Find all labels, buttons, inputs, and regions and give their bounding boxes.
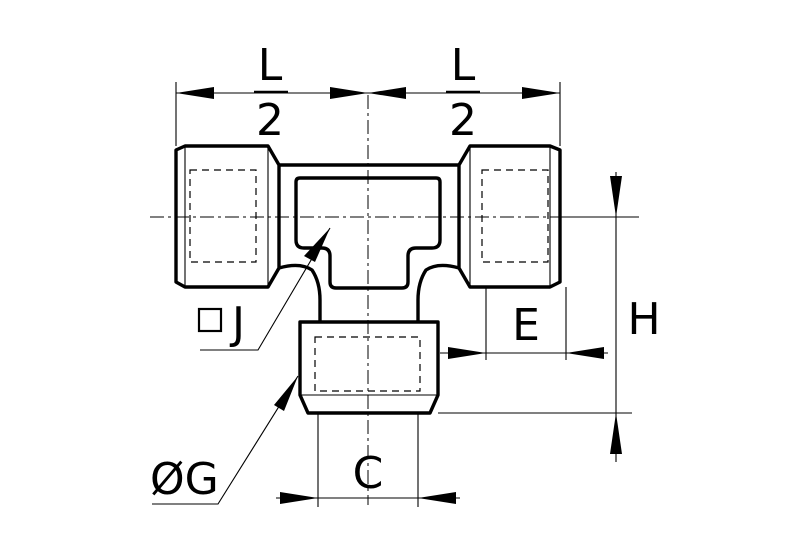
arrow-E-left: [448, 347, 486, 359]
label-J: J: [229, 298, 245, 349]
arrow-right-inner: [368, 87, 406, 99]
arrow-left: [176, 87, 214, 99]
arrow-right: [522, 87, 560, 99]
label-2-right: 2: [449, 95, 477, 146]
arrow-E-right: [566, 347, 604, 359]
label-C: C: [353, 448, 384, 499]
arrow-G: [274, 376, 298, 411]
label-L-left: L: [258, 40, 283, 91]
dimension-L-half: L 2 L 2: [175, 40, 561, 146]
dimension-J: J: [197, 227, 331, 351]
bottom-end-fitting: [298, 320, 440, 415]
arrow-J: [304, 228, 330, 262]
label-L-right: L: [451, 40, 476, 91]
tee-body: [278, 163, 460, 322]
arrow-C-right: [418, 492, 456, 504]
arrow-left-inner: [330, 87, 368, 99]
label-2-left: 2: [256, 95, 284, 146]
square-symbol-icon: [197, 307, 223, 333]
right-end-fitting: [457, 144, 562, 289]
dimension-E: E: [440, 287, 608, 360]
arrow-C-left: [280, 492, 318, 504]
dimension-H: H: [438, 172, 661, 462]
label-E: E: [512, 300, 540, 351]
label-H: H: [627, 294, 660, 345]
dimension-G: ØG: [150, 375, 299, 505]
label-G: ØG: [150, 454, 219, 505]
arrow-H-bottom: [610, 413, 622, 454]
arrow-H-top: [610, 176, 622, 217]
dimension-C: C: [276, 413, 460, 507]
